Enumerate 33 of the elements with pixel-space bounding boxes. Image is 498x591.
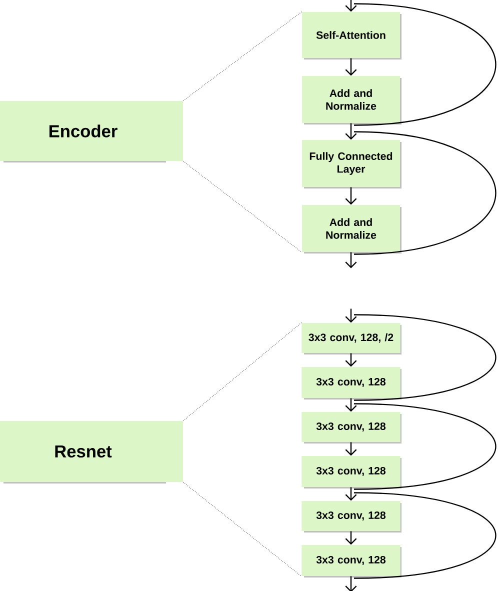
- layer-box: Add and Normalize: [302, 205, 402, 254]
- arrow: [345, 442, 357, 456]
- block-box: Resnet: [0, 421, 183, 484]
- arrow: [345, 576, 357, 591]
- layer-box: 3x3 conv, 128: [302, 501, 402, 532]
- arrow: [345, 0, 357, 12]
- zoom-line: [183, 11, 302, 101]
- arrow: [345, 308, 357, 323]
- skip-connection: [354, 3, 496, 126]
- arrow: [345, 398, 357, 412]
- arrow: [345, 58, 357, 76]
- layer-box: Self-Attention: [302, 12, 402, 60]
- layer-box: Fully Connected Layer: [302, 140, 402, 188]
- arrow: [345, 187, 357, 205]
- layer-box: 3x3 conv, 128, /2: [302, 323, 402, 354]
- layer-box: 3x3 conv, 128: [302, 367, 402, 400]
- arrow: [345, 531, 357, 545]
- zoom-line: [183, 322, 302, 421]
- layer-box: 3x3 conv, 128: [302, 412, 402, 444]
- layer-box: 3x3 conv, 128: [302, 456, 402, 488]
- block-box: Encoder: [0, 101, 183, 162]
- arrow: [345, 252, 357, 268]
- skip-connection: [354, 131, 496, 255]
- zoom-line: [183, 161, 302, 253]
- skip-connection: [354, 403, 496, 490]
- arrow: [345, 353, 357, 367]
- zoom-line: [183, 482, 302, 577]
- arrow: [345, 123, 357, 140]
- skip-connection: [354, 492, 496, 579]
- arrow: [345, 487, 357, 501]
- layer-box: 3x3 conv, 128: [302, 545, 402, 578]
- layer-box: Add and Normalize: [302, 76, 402, 124]
- skip-connection: [354, 314, 496, 401]
